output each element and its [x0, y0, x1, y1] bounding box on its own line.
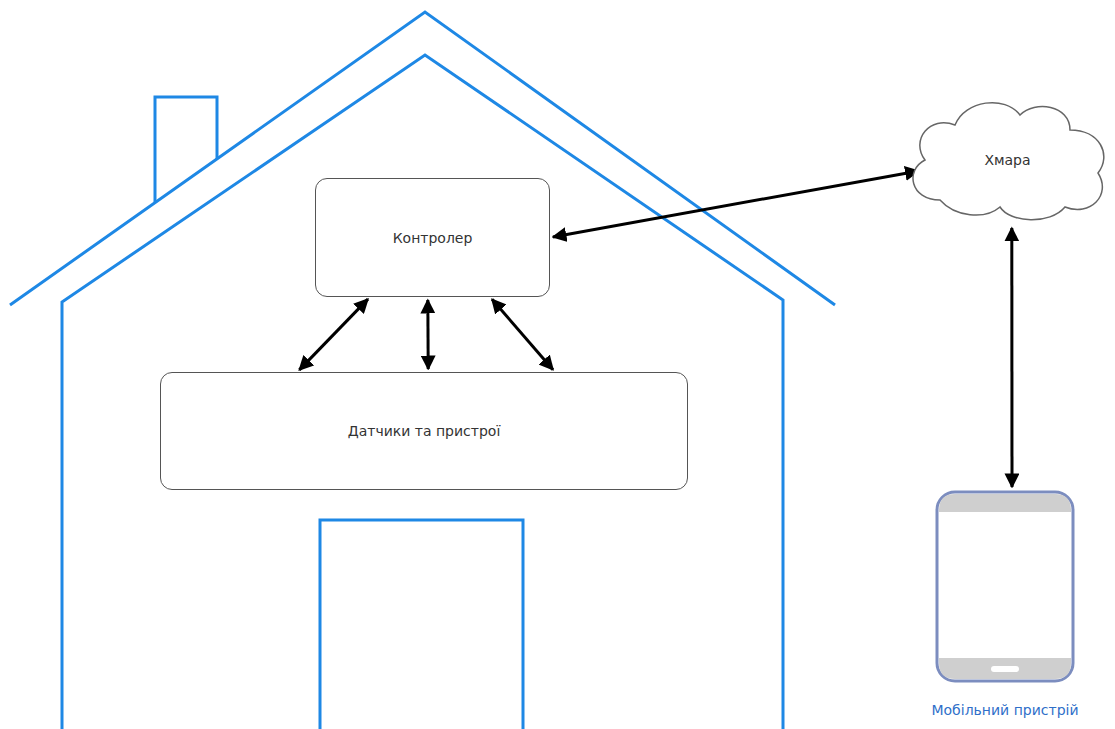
node-label: Датчики та пристрої: [344, 423, 505, 439]
phone-outline: [935, 490, 1075, 683]
cloud-path: [913, 103, 1104, 220]
bidirectional-arrow: [1010, 228, 1013, 487]
bidirectional-arrow: [299, 299, 368, 370]
bidirectional-arrow: [553, 171, 919, 237]
bidirectional-arrow: [426, 300, 429, 369]
phone-bottom-bar: [939, 658, 1071, 679]
phone-top-bar: [939, 494, 1071, 512]
controller-box: Контролер: [315, 178, 550, 297]
node-label: Контролер: [389, 230, 477, 246]
phone-body: [937, 492, 1073, 681]
cloud-shape: Хмара: [900, 95, 1115, 225]
mobile-device: Мобільний пристрій: [935, 490, 1075, 683]
inner-roof-walls: [62, 55, 783, 729]
device-box: Датчики та пристрої: [160, 372, 688, 490]
door: [320, 520, 523, 729]
node-label: Хмара: [980, 152, 1034, 168]
phone-home-button: [991, 666, 1019, 672]
device-label: Мобільний пристрій: [931, 702, 1078, 718]
bidirectional-arrow: [492, 299, 553, 369]
chimney: [155, 97, 217, 202]
